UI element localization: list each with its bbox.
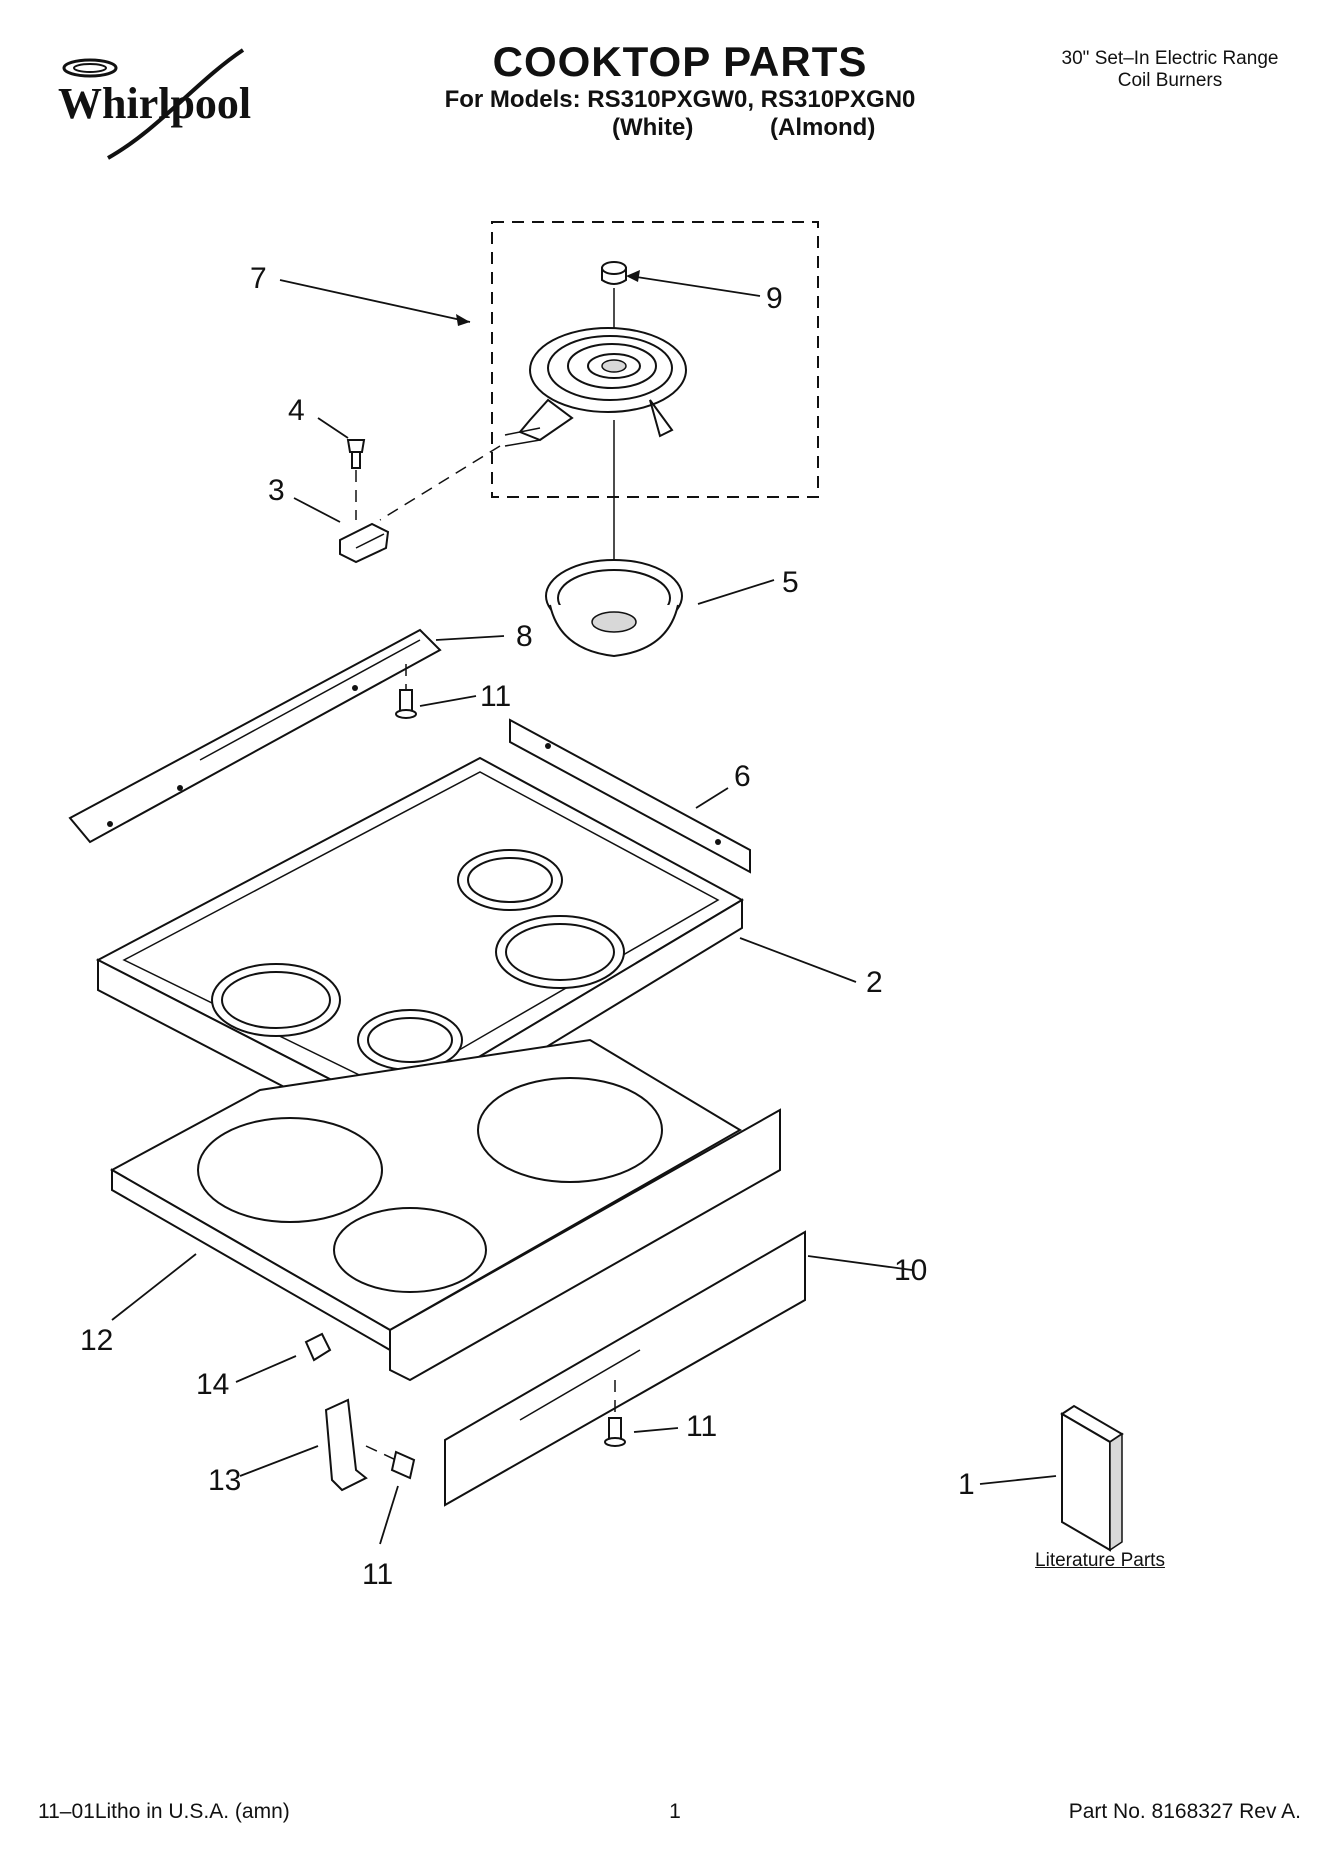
- callout-11-upper: 11: [480, 680, 511, 713]
- logo-wordmark: Whirlpool: [58, 79, 251, 128]
- callout-14: 14: [196, 1368, 229, 1401]
- burner-assembly-box: [491, 221, 819, 498]
- callout-6: 6: [734, 760, 751, 793]
- part-3-terminal-block: [339, 522, 390, 564]
- part-number: Part No. 8168327 Rev A.: [1068, 1800, 1301, 1823]
- product-line-1: 30" Set–In Electric Range: [1061, 48, 1279, 69]
- callout-12: 12: [80, 1324, 113, 1357]
- part-1-literature: [1060, 1404, 1124, 1552]
- part-12-burner-box: [109, 1038, 781, 1382]
- terminal-connection-line: [379, 445, 501, 521]
- part-11-screw-upper: [395, 664, 417, 719]
- callout-3: 3: [268, 474, 285, 507]
- literature-parts-label: Literature Parts: [1035, 1550, 1165, 1571]
- whirlpool-logo: Whirlpool: [48, 40, 288, 170]
- part-5-drip-bowl: [545, 559, 683, 658]
- page-title: COOKTOP PARTS: [492, 38, 868, 85]
- part-11-screw-lower: [365, 1445, 416, 1480]
- part-11-screw-mid: [604, 1380, 626, 1447]
- callout-5: 5: [782, 566, 799, 599]
- part-14-clip: [304, 1332, 332, 1362]
- callout-1: 1: [958, 1468, 975, 1501]
- callout-8: 8: [516, 620, 533, 653]
- product-description: 30" Set–In Electric Range Coil Burners: [1020, 48, 1320, 92]
- model-numbers: For Models: RS310PXGW0, RS310PXGN0: [444, 86, 916, 113]
- callout-13: 13: [208, 1464, 241, 1497]
- callout-2: 2: [866, 966, 883, 999]
- part-10-front-panel: [444, 1230, 806, 1507]
- part-13-bracket: [324, 1398, 368, 1492]
- callout-10: 10: [894, 1254, 927, 1287]
- part-7-coil-burner: [504, 327, 687, 447]
- callout-11-lower: 11: [362, 1558, 393, 1591]
- variant-almond: (Almond): [770, 114, 876, 141]
- part-8-rear-strip: [68, 628, 442, 844]
- part-6-side-trim: [509, 718, 751, 874]
- callout-4: 4: [288, 394, 305, 427]
- variant-white: (White): [612, 114, 694, 141]
- product-line-2: Coil Burners: [1117, 70, 1223, 91]
- callout-11-mid: 11: [686, 1410, 717, 1443]
- footer-litho: 11–01Litho in U.S.A. (amn): [38, 1800, 290, 1823]
- part-4-screw: [346, 439, 366, 520]
- leader-lines: [111, 270, 1057, 1545]
- part-9-cap: [601, 261, 627, 345]
- callout-7: 7: [250, 262, 267, 295]
- page-number: 1: [669, 1800, 681, 1823]
- whirlpool-logo-mark: Whirlpool: [58, 48, 251, 160]
- callout-9: 9: [766, 282, 783, 315]
